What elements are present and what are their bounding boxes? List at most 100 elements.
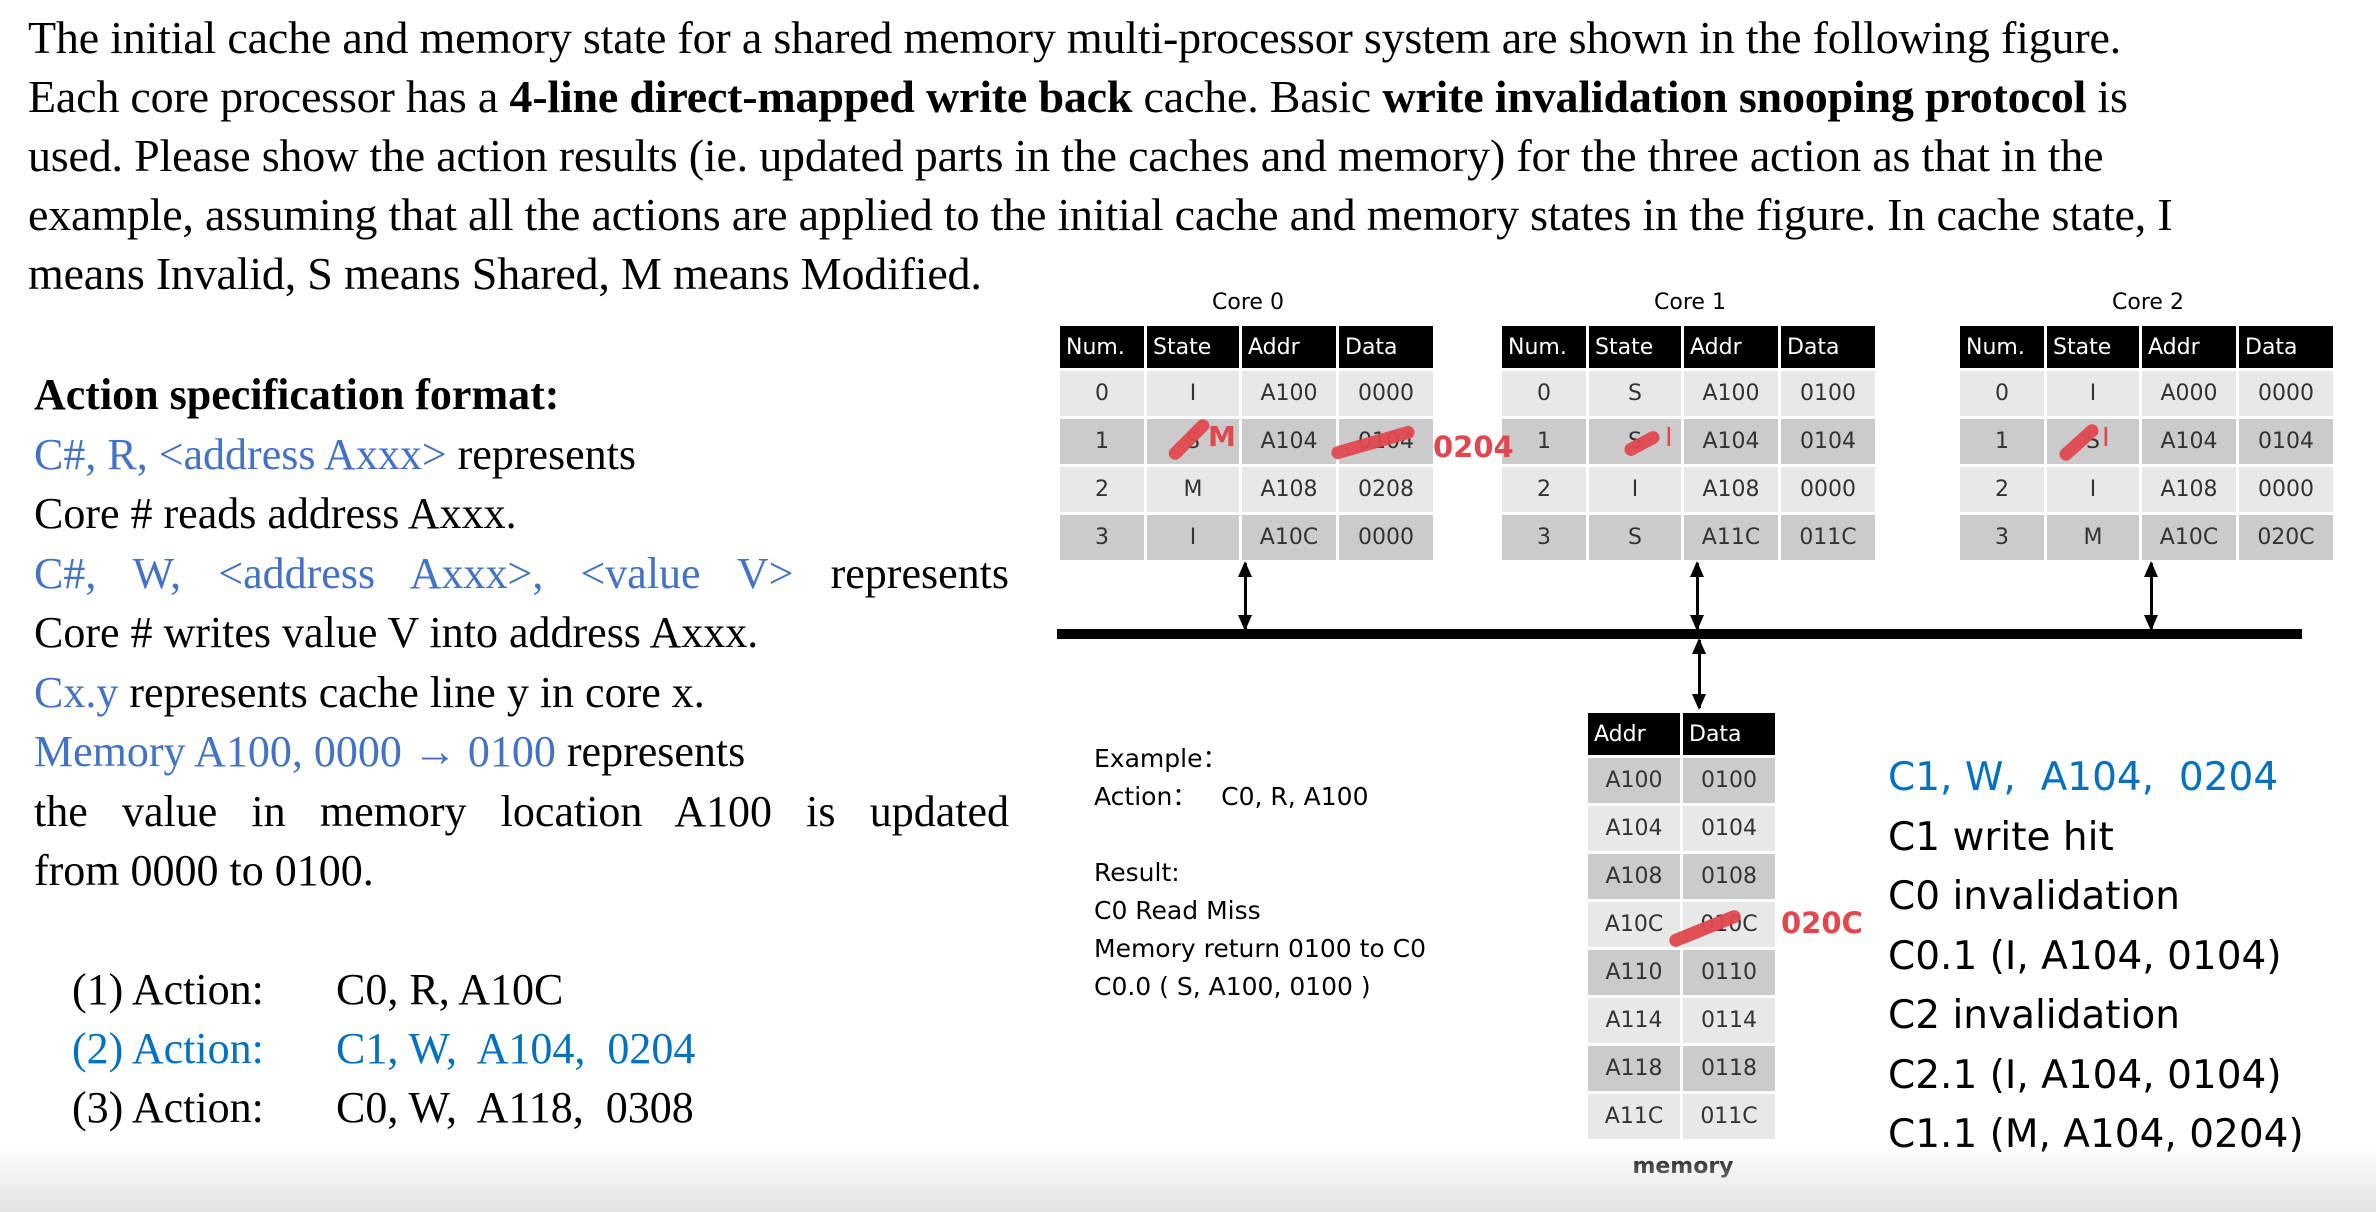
- answer-line-1: C1 write hit: [1888, 814, 2114, 860]
- cache-cell-data: 011C: [1781, 515, 1875, 560]
- example-result-1: C0 Read Miss: [1094, 896, 1261, 925]
- core-0-title: Core 0: [1212, 290, 1284, 315]
- spec-mem-line: Memory A100, 0000 → 0100 represents: [34, 727, 746, 776]
- core-2-title: Core 2: [2112, 290, 2184, 315]
- core0-bus-arrow: [1238, 561, 1252, 631]
- action-item-3: (3) Action:C0, W, A118, 0308: [72, 1083, 694, 1132]
- spec-line-ref: Cx.y represents cache line y in core x.: [34, 667, 705, 717]
- cache-cell-state: I: [1147, 515, 1239, 560]
- cache-cell-num: 0: [1060, 371, 1144, 416]
- cache-cell-data: 0104: [2239, 419, 2333, 464]
- core-1-table: Num.StateAddrData0SA10001001SA10401042IA…: [1499, 323, 1878, 563]
- memory-cell-data: 0118: [1683, 1046, 1775, 1091]
- memory-bus-arrow: [1692, 638, 1706, 710]
- cache-cell-addr: A108: [1242, 467, 1336, 512]
- intro-line-2: Each core processor has a 4-line direct-…: [28, 71, 2128, 122]
- example-title: Example：: [1094, 744, 1228, 773]
- memory-header-data: Data: [1683, 713, 1775, 755]
- cache-cell-state: I: [1589, 467, 1681, 512]
- memory-cell-data: 0100: [1683, 758, 1775, 803]
- cache-header-state: State: [1147, 326, 1239, 368]
- memory-grid: Addr Data A1000100A1040104A1080108A10C01…: [1585, 710, 1778, 1142]
- cache-cell-num: 2: [1060, 467, 1144, 512]
- cache-cell-addr: A108: [2142, 467, 2236, 512]
- example-action: Action： C0, R, A100: [1094, 782, 1369, 811]
- answer-line-3: C0.1 (I, A104, 0104): [1888, 933, 2282, 979]
- example-block: Example： Action： C0, R, A100 Result: C0 …: [1094, 740, 1426, 1006]
- core1-state-new: I: [1665, 423, 1673, 453]
- core-1-cache: Core 1Num.StateAddrData0SA10001001SA1040…: [1502, 283, 1878, 563]
- cache-cell-num: 0: [1960, 371, 2044, 416]
- answer-block: C1, W, A104, 0204 C1 write hit C0 invali…: [1888, 748, 2304, 1165]
- cache-cell-addr: A000: [2142, 371, 2236, 416]
- spec-heading: Action specification format:: [34, 370, 560, 419]
- cache-cell-state: M: [1147, 467, 1239, 512]
- spec-write-line: C#, W, <address Axxx>, <value V> represe…: [34, 548, 1009, 598]
- intro-line-5: means Invalid, S means Shared, M means M…: [28, 248, 982, 299]
- example-result-3: C0.0 ( S, A100, 0100 ): [1094, 972, 1371, 1001]
- memory-table: Addr Data A1000100A1040104A1080108A10C01…: [1588, 710, 1778, 1179]
- cache-header-addr: Addr: [2142, 326, 2236, 368]
- cache-header-state: State: [2047, 326, 2139, 368]
- cache-header-data: Data: [1339, 326, 1433, 368]
- cache-cell-data: 0100: [1781, 371, 1875, 416]
- cache-cell-state: M: [2047, 515, 2139, 560]
- cache-cell-addr: A100: [1684, 371, 1778, 416]
- memory-a10c-new: 020C: [1781, 906, 1863, 940]
- memory-cell-addr: A108: [1588, 854, 1680, 899]
- cache-header-addr: Addr: [1242, 326, 1336, 368]
- intro-line-4: example, assuming that all the actions a…: [28, 189, 2173, 240]
- intro-line-1: The initial cache and memory state for a…: [28, 12, 2121, 63]
- cache-header-num: Num.: [1060, 326, 1144, 368]
- cache-cell-data: 0000: [1339, 515, 1433, 560]
- memory-cell-data: 0114: [1683, 998, 1775, 1043]
- core-0-table: Num.StateAddrData0IA10000001SA10401042MA…: [1057, 323, 1436, 563]
- spec-read-desc: Core # reads address Axxx.: [34, 489, 517, 538]
- spec-write-desc: Core # writes value V into address Axxx.: [34, 608, 759, 657]
- cache-header-state: State: [1589, 326, 1681, 368]
- cache-cell-state: I: [2047, 467, 2139, 512]
- memory-cell-addr: A118: [1588, 1046, 1680, 1091]
- action-spec-format: Action specification format: C#, R, <add…: [34, 365, 1009, 901]
- cache-header-data: Data: [1781, 326, 1875, 368]
- memory-header-addr: Addr: [1588, 713, 1680, 755]
- cache-header-num: Num.: [1502, 326, 1586, 368]
- core-0-cache: Core 0Num.StateAddrData0IA10000001SA1040…: [1060, 283, 1436, 563]
- core-1-title: Core 1: [1654, 290, 1726, 315]
- memory-cell-data: 0104: [1683, 806, 1775, 851]
- example-result-label: Result:: [1094, 858, 1180, 887]
- answer-action: C1, W, A104, 0204: [1888, 755, 2279, 800]
- answer-line-2: C0 invalidation: [1888, 874, 2181, 919]
- cache-cell-num: 1: [1060, 419, 1144, 464]
- memory-cell-data: 0108: [1683, 854, 1775, 899]
- cache-cell-num: 0: [1502, 371, 1586, 416]
- spec-mem-desc-1: the value in memory location A100 is upd…: [34, 786, 1009, 836]
- cache-cell-num: 2: [1502, 467, 1586, 512]
- core2-state-new: I: [2102, 423, 2110, 453]
- cache-cell-state: S: [1589, 371, 1681, 416]
- action-item-2: (2) Action:C1, W, A104, 0204: [72, 1024, 696, 1073]
- cache-type-bold: 4-line direct-mapped write back: [509, 71, 1133, 122]
- actions-list: (1) Action:C0, R, A10C (2) Action:C1, W,…: [72, 960, 695, 1137]
- cache-cell-num: 1: [1960, 419, 2044, 464]
- core0-data-new: 0204: [1433, 430, 1514, 464]
- core0-state-new: M: [1208, 420, 1236, 453]
- memory-cell-addr: A110: [1588, 950, 1680, 995]
- cache-cell-data: 0000: [2239, 371, 2333, 416]
- example-result-2: Memory return 0100 to C0: [1094, 934, 1426, 963]
- memory-cell-data: 011C: [1683, 1094, 1775, 1139]
